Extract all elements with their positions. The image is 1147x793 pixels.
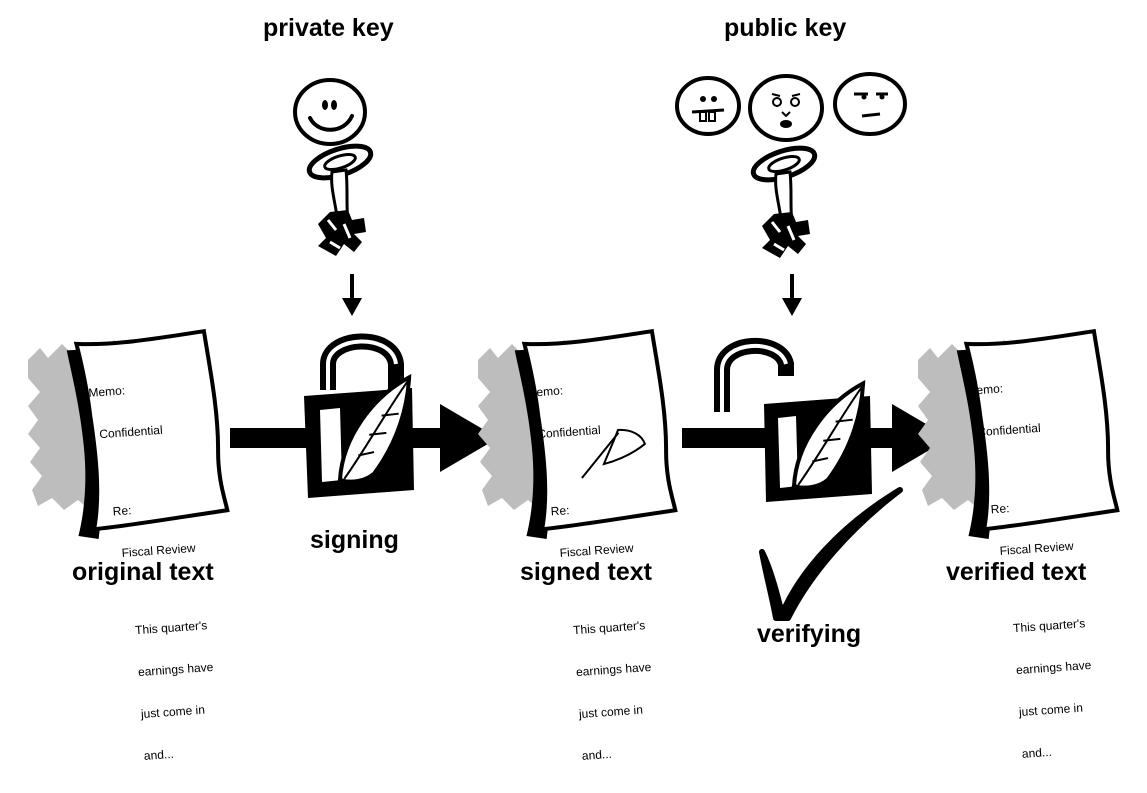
- closed-padlock-icon: [304, 333, 414, 498]
- original-text-label: original text: [72, 558, 214, 586]
- private-key-label: private key: [263, 14, 394, 42]
- doc-line-memo: Memo:: [87, 383, 126, 400]
- doc-line-re: Re:: [550, 503, 570, 519]
- doc-line-come-in: just come in: [140, 702, 206, 722]
- signing-diagram: Memo: Confidential Re: Fiscal Review Thi…: [28, 14, 1147, 763]
- open-padlock-icon: [714, 337, 872, 502]
- doc-line-earnings: earnings have: [137, 659, 214, 680]
- doc-line-earnings: earnings have: [1015, 657, 1092, 678]
- flow-arrow-2-head: [892, 404, 950, 472]
- doc-line-quarter: This quarter's: [1012, 616, 1086, 636]
- small-quill-icon: [581, 428, 647, 479]
- doc-line-come-in: just come in: [578, 702, 644, 722]
- doc-line-confidential: Confidential: [976, 420, 1042, 440]
- doc-line-re: Re:: [112, 503, 132, 519]
- private-key-icon: [306, 143, 374, 256]
- flow-arrow-1-head: [440, 404, 498, 472]
- doc-line-confidential: Confidential: [98, 422, 164, 442]
- doc-line-confidential: Confidential: [536, 422, 602, 442]
- public-key-down-arrow: [782, 274, 802, 316]
- doc-line-memo: Memo:: [965, 381, 1004, 398]
- doc-line-and: and...: [143, 746, 175, 763]
- doc-line-earnings: earnings have: [575, 659, 652, 680]
- signed-text-label: signed text: [520, 558, 652, 586]
- verified-text-label: verified text: [946, 558, 1087, 586]
- public-key-label: public key: [724, 14, 847, 42]
- owner-face-icon: [293, 78, 367, 146]
- doc-line-and: and...: [1021, 744, 1053, 761]
- signed-document-icon: [478, 330, 676, 541]
- public-face-3-icon: [833, 72, 907, 136]
- diagram-graphics: [28, 72, 1147, 621]
- doc-line-memo: Memo:: [525, 383, 564, 400]
- public-key-icon: [750, 145, 818, 258]
- doc-line-and: and...: [581, 746, 613, 763]
- public-face-1-icon: [675, 76, 741, 136]
- doc-line-quarter: This quarter's: [572, 618, 646, 638]
- verifying-quill-icon: [787, 379, 866, 500]
- signing-quill-icon: [333, 373, 412, 494]
- doc-line-quarter: This quarter's: [134, 618, 208, 638]
- doc-line-fiscal: Fiscal Review: [999, 538, 1075, 558]
- public-face-2-icon: [748, 74, 824, 142]
- checkmark-icon: [759, 487, 903, 621]
- doc-line-re: Re:: [990, 501, 1010, 517]
- verifying-label: verifying: [757, 620, 862, 648]
- doc-line-come-in: just come in: [1018, 700, 1084, 720]
- private-key-down-arrow: [342, 274, 362, 316]
- signing-label: signing: [310, 526, 399, 554]
